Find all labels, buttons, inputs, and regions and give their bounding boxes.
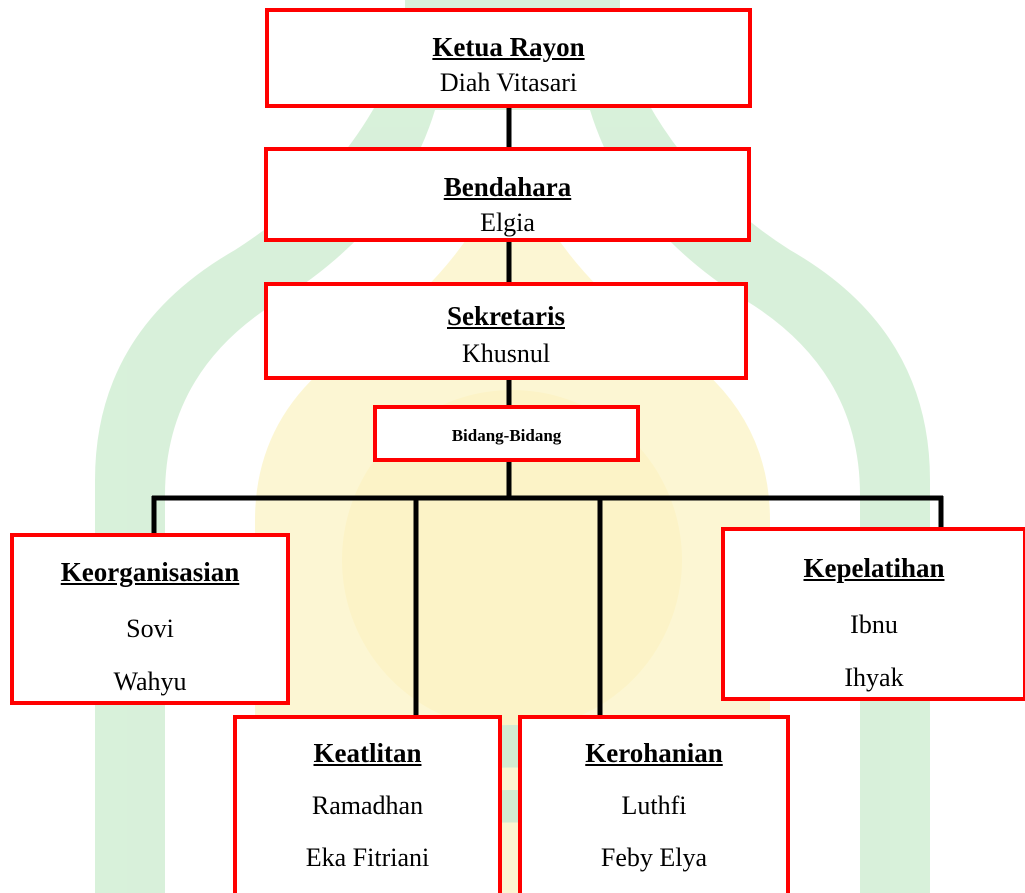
node-ketua-rayon-member-1: Diah Vitasari — [439, 68, 578, 97]
node-ketua-rayon-title: Ketua Rayon — [432, 32, 585, 62]
node-ketua-rayon: Ketua Rayon Diah Vitasari — [265, 8, 752, 108]
node-kerohanian-title: Kerohanian — [585, 738, 723, 768]
node-keatlitan-member-2: Eka Fitriani — [305, 843, 430, 872]
node-keorganisasian-member-1: Sovi — [126, 614, 174, 643]
node-bidang-bidang-title: Bidang-Bidang — [451, 426, 562, 445]
node-keatlitan: Keatlitan Ramadhan Eka Fitriani — [233, 715, 502, 893]
node-bendahara-title: Bendahara — [443, 172, 572, 202]
node-sekretaris-member-1: Khusnul — [461, 339, 551, 368]
node-keatlitan-title: Keatlitan — [313, 738, 422, 768]
node-bidang-bidang: Bidang-Bidang — [373, 405, 640, 462]
node-keorganisasian-member-2: Wahyu — [113, 667, 187, 696]
node-kerohanian-member-2: Feby Elya — [600, 843, 708, 872]
node-sekretaris: Sekretaris Khusnul — [264, 282, 748, 380]
node-kerohanian: Kerohanian Luthfi Feby Elya — [518, 715, 790, 893]
node-keorganisasian: Keorganisasian Sovi Wahyu — [10, 533, 290, 705]
node-kepelatihan-member-2: Ihyak — [844, 663, 904, 692]
node-kepelatihan: Kepelatihan Ibnu Ihyak — [721, 527, 1025, 701]
node-keorganisasian-title: Keorganisasian — [60, 557, 240, 587]
node-sekretaris-title: Sekretaris — [447, 301, 565, 331]
node-kerohanian-member-1: Luthfi — [621, 791, 687, 820]
node-kepelatihan-title: Kepelatihan — [803, 553, 945, 583]
node-bendahara: Bendahara Elgia — [264, 147, 751, 242]
node-bendahara-member-1: Elgia — [480, 208, 535, 237]
node-keatlitan-member-1: Ramadhan — [311, 791, 424, 820]
node-kepelatihan-member-1: Ibnu — [850, 610, 898, 639]
